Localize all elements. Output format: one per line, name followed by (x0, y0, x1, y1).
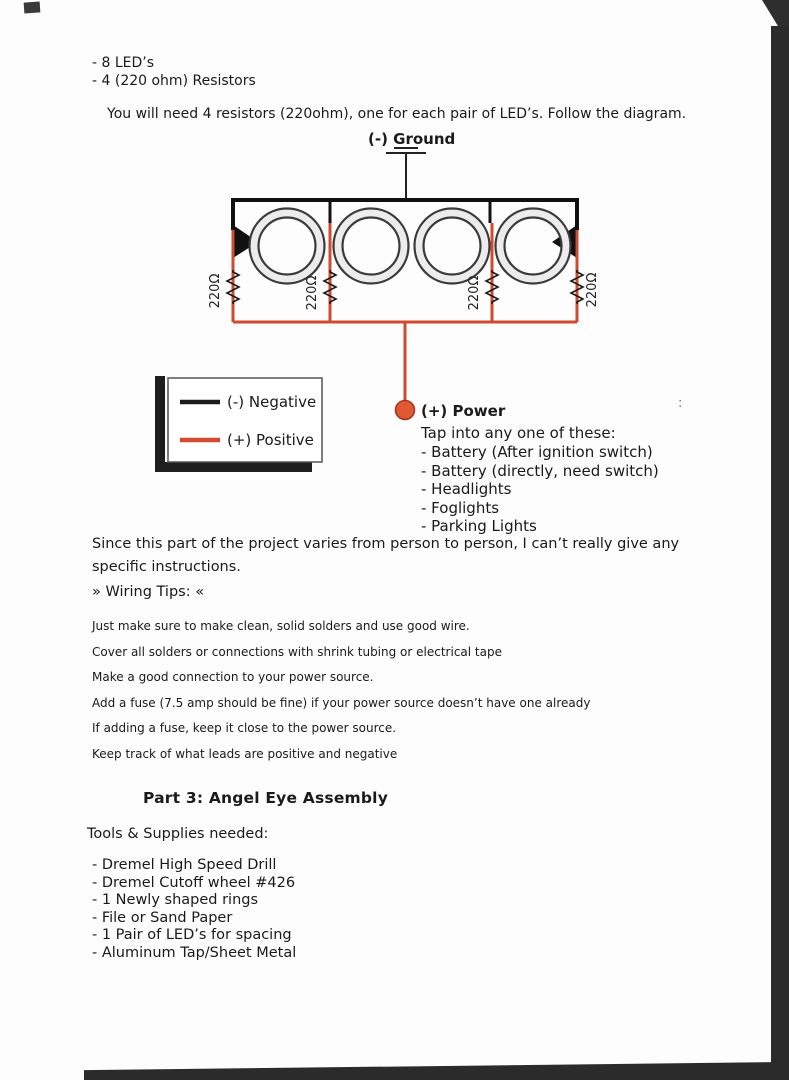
led-ring (332, 207, 410, 285)
power-source-item: - Parking Lights (421, 517, 537, 535)
power-source-item: - Battery (After ignition switch) (421, 443, 653, 461)
wiring-tips-heading: » Wiring Tips: « (92, 584, 205, 600)
power-label: (+) Power (421, 402, 506, 420)
scan-artifact-top-left (23, 1, 41, 14)
tools-list: - Dremel High Speed Drill - Dremel Cutof… (92, 857, 296, 962)
resistor-label: 220Ω (208, 274, 223, 309)
wiring-tips-list: Just make sure to make clean, solid sold… (92, 614, 590, 767)
ground-symbol-icon (386, 147, 426, 200)
list-item: - 4 (220 ohm) Resistors (92, 73, 256, 89)
scan-artifact-bottom-edge (84, 1062, 789, 1080)
power-source-item: - Foglights (421, 499, 499, 517)
tool-item: - Aluminum Tap/Sheet Metal (92, 944, 297, 961)
tool-item: - 1 Pair of LED’s for spacing (92, 927, 292, 943)
list-item: - 8 LED’s (92, 55, 155, 71)
tool-item: - File or Sand Paper (92, 909, 233, 926)
scan-artifact-right-edge (771, 26, 789, 1080)
tip-item: Cover all solders or connections with sh… (92, 644, 502, 659)
tool-item: - Dremel High Speed Drill (92, 857, 277, 873)
legend-negative-label: (-) Negative (227, 393, 316, 411)
tip-item: Keep track of what leads are positive an… (92, 746, 398, 761)
led-ring (494, 207, 572, 285)
tip-item: Just make sure to make clean, solid sold… (92, 619, 470, 633)
power-dot (394, 399, 416, 421)
intro-text: You will need 4 resistors (220ohm), one … (107, 106, 687, 122)
led-ring (413, 207, 491, 285)
resistor-symbol (322, 270, 338, 304)
tip-item: If adding a fuse, keep it close to the p… (92, 721, 397, 735)
resistor-symbol (225, 270, 241, 304)
stray-mark: : (678, 396, 682, 411)
led-ring (248, 207, 326, 285)
legend-box: (-) Negative (+) Positive (155, 376, 323, 472)
resistor-label: 220Ω (585, 273, 600, 308)
tools-heading: Tools & Supplies needed: (87, 826, 269, 842)
tool-item: - 1 Newly shaped rings (92, 892, 259, 908)
power-source-item: - Headlights (421, 480, 512, 498)
positive-wire (231, 223, 579, 401)
ground-label: (-) Ground (368, 130, 455, 148)
tip-item: Make a good connection to your power sou… (92, 670, 374, 684)
note-paragraph: Since this part of the project varies fr… (92, 536, 680, 575)
materials-list: - 8 LED’s - 4 (220 ohm) Resistors (92, 54, 256, 90)
wiring-diagram: (-) Ground (155, 130, 682, 535)
resistor-label: 220Ω (305, 276, 320, 311)
power-intro: Tap into any one of these: (420, 424, 616, 442)
legend-positive-label: (+) Positive (227, 431, 314, 449)
resistor-symbols (225, 270, 585, 304)
wire-wedge-left (233, 225, 258, 258)
tip-item: Add a fuse (7.5 amp should be fine) if y… (92, 695, 591, 710)
part3-heading: Part 3: Angel Eye Assembly (143, 789, 389, 807)
resistor-label: 220Ω (467, 276, 482, 311)
tool-item: - Dremel Cutoff wheel #426 (92, 874, 296, 891)
resistor-symbol (484, 270, 500, 304)
power-source-item: - Battery (directly, need switch) (421, 462, 659, 480)
resistor-symbol (569, 270, 585, 304)
